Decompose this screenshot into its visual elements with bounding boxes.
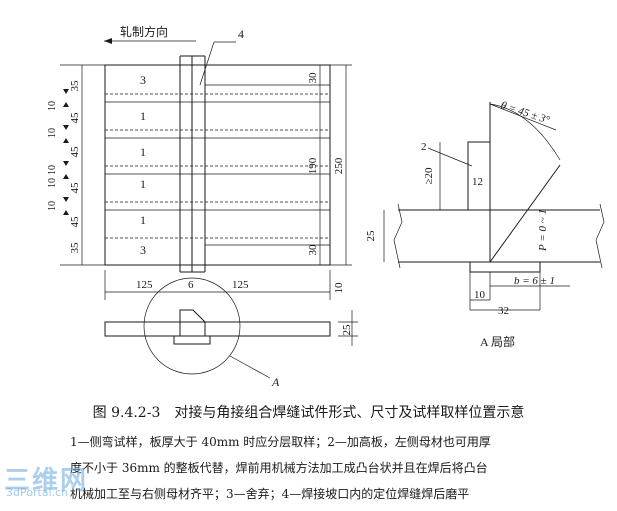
right-dim-gap: 10 <box>333 282 345 294</box>
section-backing <box>173 335 211 345</box>
section-weld <box>179 309 206 337</box>
figure-caption-line: 度不小于 36mm 的整板代替，焊前用机械方法加工成凸台状并且在焊后将凸台 <box>70 461 488 475</box>
detail-plate: 25 <box>365 230 377 242</box>
rolling-direction-label: 轧制方向 <box>120 24 168 39</box>
weld-specimen-drawing: 轧制方向 4 3 1 1 1 1 3 35 45 45 45 45 35 10 … <box>47 24 605 389</box>
watermark-logo: 三维网 <box>4 466 89 496</box>
detail-angle-label: θ = 45 ± 3° <box>499 99 552 126</box>
detail-bevel <box>489 164 561 263</box>
strip-label: 1 <box>140 213 146 227</box>
strip-label: 1 <box>140 145 146 159</box>
callout-A-leader <box>229 355 271 379</box>
detail-dim-10: 10 <box>474 289 486 301</box>
detail-tab: 12 <box>472 176 483 188</box>
bottom-dim-right: 125 <box>232 279 249 291</box>
detail-angle-arc <box>489 103 561 161</box>
left-dim: 45 <box>69 146 81 158</box>
watermark-site: 3dPortal.cn <box>6 486 69 499</box>
pitch-mark: 10 <box>47 128 58 138</box>
pitch-mark: 10 <box>47 101 58 111</box>
pitch-mark: 10 <box>47 165 58 175</box>
figure-caption-line: 1—侧弯试样，板厚大于 40mm 时应分层取样；2—加高板，左侧母材也可用厚 <box>70 435 491 449</box>
right-dim-top: 30 <box>307 72 319 84</box>
thickness-dim: 25 <box>341 324 353 336</box>
detail-gap-b: b = 6 ± 1 <box>514 275 555 287</box>
callout-4: 4 <box>238 27 244 41</box>
bottom-dim-root: 6 <box>188 279 194 291</box>
right-dim-total: 250 <box>333 157 345 174</box>
detail-angle-ref <box>489 103 557 131</box>
left-dim: 45 <box>69 112 81 124</box>
callout-4-leader <box>199 41 215 86</box>
detail-callout-2-leader <box>427 147 473 167</box>
detail-gap-p: P = 0 ~ 1 <box>537 209 549 252</box>
bottom-dim-left: 125 <box>136 279 153 291</box>
figure-caption-line: 机械加工至与右侧母材齐平；3—舍弃；4—焊接坡口内的定位焊缝焊后磨平 <box>70 487 470 501</box>
left-dim: 45 <box>69 216 81 228</box>
detail-dim-32: 32 <box>498 305 509 317</box>
detail-break-left <box>393 203 403 269</box>
strip-label: 1 <box>140 109 146 123</box>
left-dim: 35 <box>69 242 81 254</box>
plan-plate-outline <box>104 64 331 266</box>
pitch-arrows <box>63 89 69 215</box>
section-plate <box>104 321 331 337</box>
detail-backing <box>469 261 541 273</box>
detail-callout-2: 2 <box>421 141 427 153</box>
figure-caption-title: 图 9.4.2-3 对接与角接组合焊缝试件形式、尺寸及试样取样位置示意 <box>92 405 525 421</box>
strip-label: 1 <box>140 177 146 191</box>
callout-A: A <box>271 375 280 389</box>
detail-break-right <box>595 203 605 269</box>
left-dim: 45 <box>69 182 81 194</box>
pitch-mark: 10 <box>47 201 58 211</box>
right-dim-middle: 190 <box>307 157 319 174</box>
strip-label: 3 <box>140 73 146 87</box>
right-dim-bottom: 30 <box>307 244 319 256</box>
pitch-mark: 10 <box>47 178 58 188</box>
detail-label: A 局部 <box>480 334 515 349</box>
strip-label: 3 <box>140 243 146 257</box>
left-dim: 35 <box>69 80 81 92</box>
rolling-direction-arrowhead <box>104 38 112 44</box>
detail-circle <box>143 277 241 375</box>
detail-height-min: ≥20 <box>423 167 435 185</box>
